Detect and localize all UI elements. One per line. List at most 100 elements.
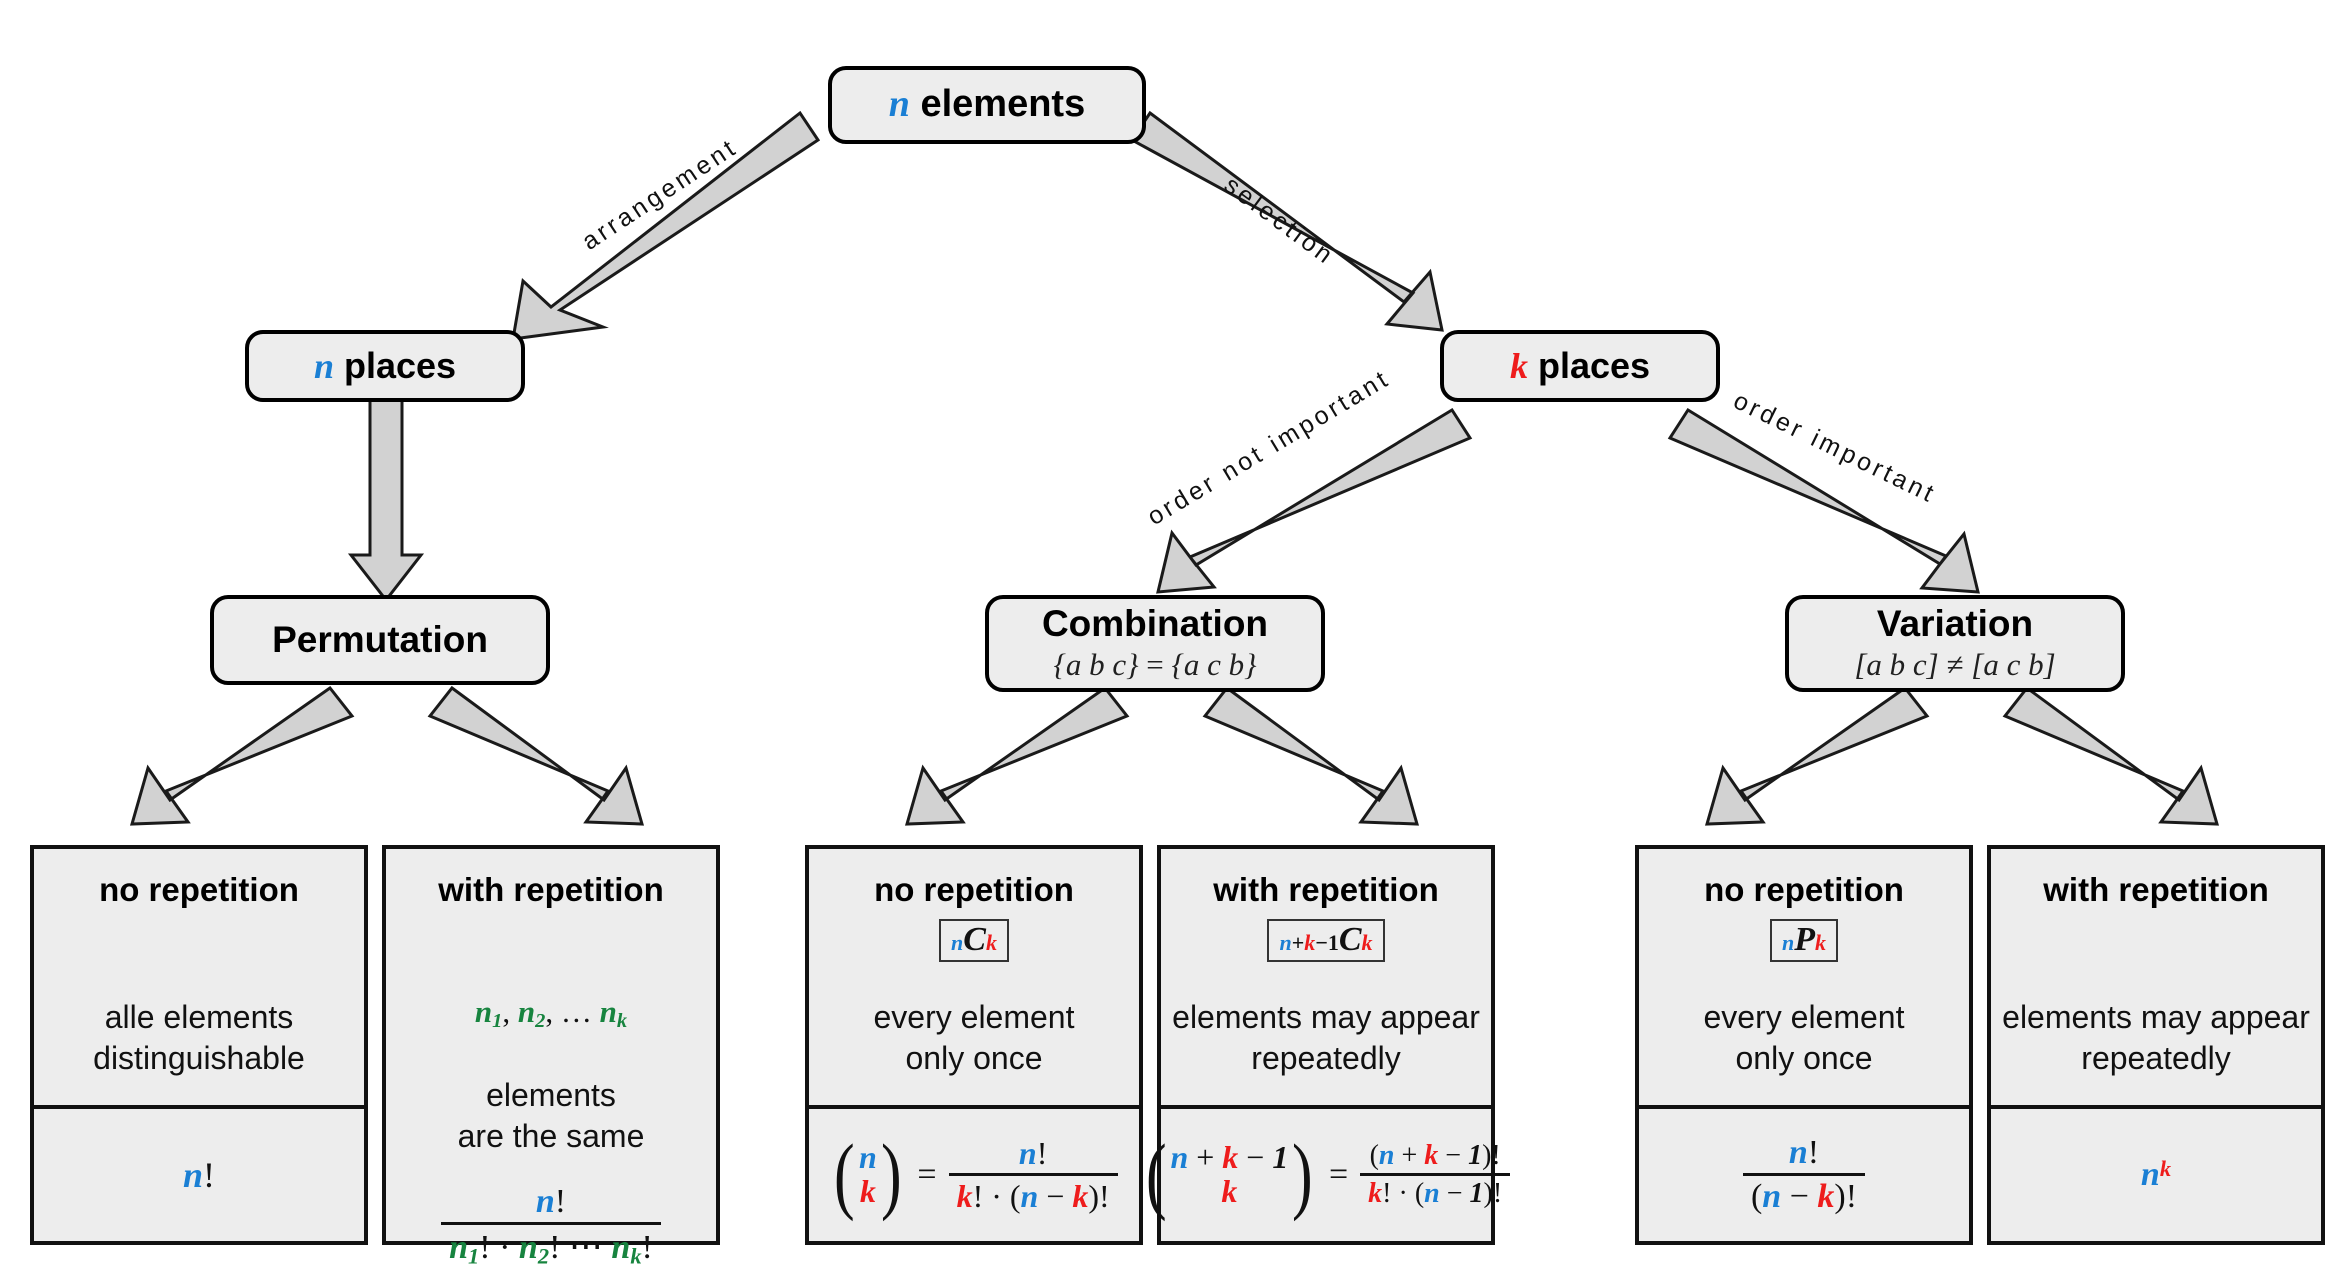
badge-prefix-n: n	[1279, 930, 1292, 955]
combination-set-right: {a c b}	[1171, 647, 1257, 683]
badge-prefix-n: n	[1781, 930, 1795, 955]
leaf-combination-no-repetition[interactable]: no repetition nCk every element only onc…	[805, 845, 1143, 1245]
variable-nk: nk	[599, 993, 628, 1033]
arrow-variation-right	[2002, 685, 2220, 826]
variation-seq-left: [a b c]	[1854, 647, 1939, 683]
leaf-formula: n! n1! · n2! ⋯ nk!	[386, 1183, 716, 1270]
equals-sign: =	[1328, 1156, 1349, 1193]
badge-suffix-k: k	[985, 930, 997, 955]
leaf-combination-with-repetition[interactable]: with repetition n+k−1Ck elements may app…	[1146, 845, 1511, 1245]
leaf-upper: with repetition n+k−1Ck elements may app…	[1161, 849, 1491, 1105]
leaf-upper: with repetition elements may appear repe…	[1991, 849, 2321, 1105]
leaf-divider	[809, 1105, 1139, 1109]
variable-n1: n1	[474, 993, 503, 1033]
binomial-stack: n + k − 1 k	[1170, 1141, 1288, 1208]
binomial-top: n + k − 1	[1170, 1139, 1289, 1176]
leaf-divider	[1991, 1105, 2321, 1109]
leaf-description: elements may appear repeatedly	[2002, 999, 2310, 1077]
equals-sign: =	[917, 1156, 937, 1193]
binomial-stack: n k	[859, 1141, 877, 1208]
badge-prefix-n: n	[951, 930, 964, 955]
fraction: (n + k − 1)! k! · (n − 1)!	[1360, 1140, 1511, 1210]
node-combination-notation: {a b c} = {a c b}	[1053, 647, 1256, 683]
leaf-formula: n! (n − k)!	[1639, 1109, 1969, 1241]
power-expression: nk	[2140, 1155, 2172, 1194]
arrow-variation-left	[1704, 685, 1930, 826]
node-k-places-label: places	[1537, 344, 1651, 386]
leaf-head: no repetition	[1704, 871, 1904, 908]
fraction-numerator: n!	[1788, 1134, 1820, 1171]
node-variation-notation: [a b c] ≠ [a c b]	[1854, 647, 2055, 683]
node-permutation-title: Permutation	[272, 619, 488, 661]
variable-n: n	[313, 345, 334, 386]
variation-relation: ≠	[1946, 647, 1964, 683]
leaf-description: elements may appear repeatedly	[1172, 999, 1480, 1077]
leaf-variation-no-repetition[interactable]: no repetition nPk every element only onc…	[1635, 845, 1973, 1245]
node-combination[interactable]: Combination {a b c} = {a c b}	[985, 595, 1325, 692]
factorial-sign: !	[203, 1155, 216, 1195]
binomial-coefficient: ( n k )	[830, 1126, 905, 1223]
leaf-head: with repetition	[1213, 871, 1439, 908]
arrow-order-not-important	[1156, 407, 1473, 594]
badge-prefix-k: k	[1304, 930, 1316, 955]
arrow-combination-left	[904, 685, 1130, 826]
node-combination-title: Combination	[1041, 602, 1269, 644]
arrow-combination-right	[1202, 685, 1420, 826]
badge-npk: nPk	[1769, 919, 1839, 962]
badge-nck: nCk	[939, 919, 1009, 962]
arrow-selection	[1129, 110, 1444, 332]
fraction-bar	[1360, 1173, 1511, 1176]
leaf-variation-with-repetition[interactable]: with repetition elements may appear repe…	[1987, 845, 2325, 1245]
leaf-head: with repetition	[2043, 871, 2269, 908]
leaf-upper: no repetition alle elements distinguisha…	[34, 849, 364, 1105]
variable-n: n	[888, 83, 910, 126]
node-k-places-title: k places	[1510, 344, 1651, 386]
arrow-permutation-left	[129, 685, 355, 826]
fraction: n! n1! · n2! ⋯ nk!	[441, 1183, 661, 1270]
fraction-numerator: (n + k − 1)!	[1369, 1140, 1501, 1171]
badge-suffix-k: k	[1361, 930, 1373, 955]
combination-relation: =	[1146, 647, 1164, 683]
paren-right: )	[1292, 1126, 1313, 1223]
leaf-formula: ( n + k − 1 k ) = (n + k − 1)! k! · (n −…	[1146, 1109, 1511, 1241]
leaf-permutation-no-repetition[interactable]: no repetition alle elements distinguisha…	[30, 845, 368, 1245]
paren-right: )	[880, 1126, 902, 1223]
node-variation[interactable]: Variation [a b c] ≠ [a c b]	[1785, 595, 2125, 692]
badge-letter-c: C	[1338, 921, 1362, 958]
fraction-denominator: k! · (n − k)!	[956, 1178, 1110, 1214]
arrow-arrangement	[511, 110, 821, 341]
fraction: n! (n − k)!	[1742, 1134, 1866, 1216]
variation-seq-right: [a c b]	[1971, 647, 2056, 683]
badge-suffix-k: k	[1815, 930, 1827, 955]
leaf-description: every element only once	[1703, 999, 1905, 1077]
paren-left: (	[1145, 1126, 1167, 1223]
node-n-elements-title: n elements	[889, 84, 1085, 125]
fraction-bar	[1742, 1173, 1866, 1176]
leaf-divider	[1639, 1105, 1969, 1109]
leaf-description: alle elements distinguishable	[93, 999, 305, 1077]
binomial-coefficient: ( n + k − 1 k )	[1142, 1126, 1317, 1223]
node-n-places-label: places	[343, 344, 457, 386]
fraction-numerator: n!	[1018, 1135, 1048, 1171]
fraction-denominator: n1! · n2! ⋯ nk!	[449, 1229, 653, 1269]
fraction-bar	[948, 1173, 1118, 1176]
node-n-places[interactable]: n places	[245, 330, 525, 402]
paren-left: (	[834, 1126, 855, 1223]
leaf-divider	[34, 1105, 364, 1109]
node-n-elements-label: elements	[920, 83, 1086, 126]
binomial-bottom: k	[859, 1173, 876, 1209]
leaf-formula: ( n k ) = n! k! · (n − k)!	[809, 1109, 1139, 1241]
leaf-formula: nk	[1991, 1109, 2321, 1241]
arrow-n-places-to-permutation	[347, 398, 425, 603]
node-k-places[interactable]: k places	[1440, 330, 1720, 402]
node-n-elements[interactable]: n elements	[828, 66, 1146, 144]
fraction-numerator: n!	[535, 1183, 567, 1221]
leaf-upper: no repetition nPk every element only onc…	[1639, 849, 1969, 1105]
badge-plus: +	[1291, 930, 1305, 955]
combination-set-left: {a b c}	[1053, 647, 1139, 683]
node-permutation[interactable]: Permutation	[210, 595, 550, 685]
badge-one: 1	[1327, 930, 1339, 955]
